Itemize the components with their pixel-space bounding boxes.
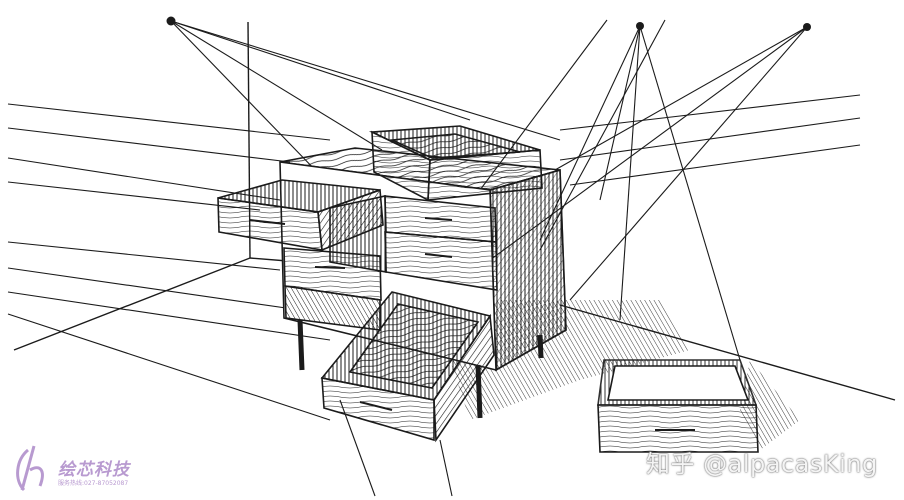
drawer-floating-top [368,125,543,202]
drawer-tilted-front [320,291,495,443]
studio-logo-watermark [16,445,44,492]
studio-name-watermark: 绘芯科技 [58,460,130,480]
stylized-h-logo-icon [16,445,44,492]
zhihu-credit-watermark: 知乎 @alpacasKing [646,450,878,478]
drawer-left-open [217,179,384,252]
vanishing-points [166,16,811,31]
perspective-guide-lines [7,19,861,497]
drawer-on-floor [597,359,759,453]
studio-phone-watermark: 服务热线:027-87052087 [58,480,129,487]
